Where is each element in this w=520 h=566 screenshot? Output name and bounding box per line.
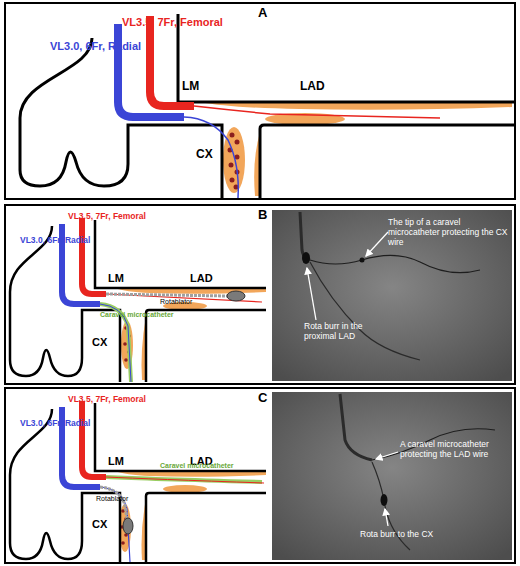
wire-shadow xyxy=(310,255,480,272)
panel-frame: C xyxy=(4,387,516,564)
vessel-wall xyxy=(95,220,266,288)
leader-arrow xyxy=(366,232,388,256)
wire-shadow xyxy=(310,262,420,360)
vessel-label: CX xyxy=(196,148,213,162)
vessel-label: LAD xyxy=(190,272,213,285)
svg-circle xyxy=(230,178,235,183)
rotablator-shaft xyxy=(106,294,228,296)
catheter-label: VL3.5, 7Fr, Femoral xyxy=(122,16,223,29)
rota-burr-shadow xyxy=(381,494,388,506)
image-annotation: A caravel microcatheter protecting the L… xyxy=(400,440,508,460)
svg-circle xyxy=(121,541,125,545)
guide-wire xyxy=(106,477,264,483)
rotablator-shaft xyxy=(100,487,127,519)
rota-burr-shadow xyxy=(302,252,310,264)
panel-letter: C xyxy=(258,390,267,405)
vessel-label: LM xyxy=(108,272,124,285)
rota-burr xyxy=(123,518,133,534)
svg-circle xyxy=(124,358,128,362)
guide-wire xyxy=(184,117,238,198)
device-label: Caravel microcatheter xyxy=(160,462,234,470)
vessel-label: CX xyxy=(92,336,107,349)
vessel-label: LAD xyxy=(300,80,325,94)
panel-letter: A xyxy=(258,5,267,20)
vessel-label: CX xyxy=(92,518,107,531)
device-label: Rotablator xyxy=(160,298,192,306)
vessel-wall xyxy=(260,125,514,198)
vessel-label: LM xyxy=(182,80,199,94)
svg-circle xyxy=(235,140,240,145)
rota-burr xyxy=(227,291,245,301)
fluoroscopy-image xyxy=(272,210,512,381)
panel-c-drawing xyxy=(10,392,512,562)
leader-arrow xyxy=(376,452,398,459)
vessel-wall xyxy=(146,310,266,382)
catheter-label: VL3.0, 6Fr, Radial xyxy=(20,236,90,246)
catheter-label: VL3.0, 6Fr, Radial xyxy=(20,419,90,429)
vessel-label: LM xyxy=(108,455,124,468)
vessel-wall xyxy=(95,403,266,471)
device-label: Caravel microcatheter xyxy=(100,311,174,319)
svg-circle xyxy=(123,342,127,346)
femoral-catheter xyxy=(82,401,106,477)
vessel-wall xyxy=(146,493,266,562)
device-label: Rotablator xyxy=(96,495,128,503)
image-annotation: Rota burr to the CX xyxy=(360,530,450,540)
panel-letter: B xyxy=(258,207,267,222)
catheter-label: VL3.5, 7Fr, Femoral xyxy=(68,212,146,222)
femoral-catheter xyxy=(82,218,106,294)
catheter-label: VL3.0, 6Fr, Radial xyxy=(50,40,141,53)
image-annotation: The tip of a caravel microcatheter prote… xyxy=(388,218,508,247)
fluoroscopy-image xyxy=(272,392,512,560)
panel-frame: A xyxy=(4,2,516,200)
leader-arrow xyxy=(307,268,316,320)
catheter-shadow xyxy=(340,394,372,460)
catheter-label: VL3.5, 7Fr, Femoral xyxy=(68,395,146,405)
panel-a-drawing xyxy=(20,14,514,198)
svg-circle xyxy=(230,133,235,138)
guide-wire xyxy=(194,106,440,118)
svg-circle xyxy=(229,163,234,168)
vessel-wall xyxy=(178,14,514,102)
microcatheter-tip xyxy=(360,258,365,263)
panel-b-drawing xyxy=(10,210,512,382)
image-annotation: Rota burr in the proximal LAD xyxy=(304,322,394,342)
leader-arrow xyxy=(385,509,388,526)
